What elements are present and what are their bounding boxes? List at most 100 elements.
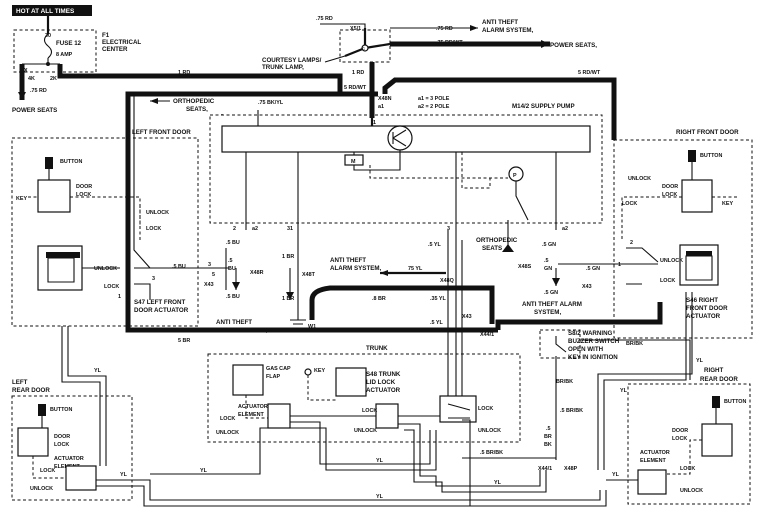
svg-text:DOOR: DOOR xyxy=(662,184,678,190)
svg-text:ORTHOPEDIC: ORTHOPEDIC xyxy=(173,98,215,105)
svg-text:LOCK: LOCK xyxy=(478,406,493,412)
svg-text:a2 = 2 POLE: a2 = 2 POLE xyxy=(418,104,450,110)
svg-text:X48N: X48N xyxy=(378,96,392,102)
button-icon-rr xyxy=(712,396,720,408)
svg-text:5 BR: 5 BR xyxy=(178,338,190,344)
svg-text:LOCK: LOCK xyxy=(622,201,637,207)
svg-text:GN: GN xyxy=(544,266,552,272)
svg-text:ELEMENT: ELEMENT xyxy=(238,412,264,418)
svg-text:.5: .5 xyxy=(228,258,233,264)
main-harness xyxy=(125,77,617,240)
svg-text:KEY: KEY xyxy=(16,196,27,202)
svg-text:.75 RD: .75 RD xyxy=(30,88,47,94)
svg-text:UNLOCK: UNLOCK xyxy=(216,430,239,436)
svg-text:LOCK: LOCK xyxy=(146,226,161,232)
svg-text:.5 BU: .5 BU xyxy=(172,264,186,270)
svg-text:COURTESY LAMPS/: COURTESY LAMPS/ xyxy=(262,57,322,64)
svg-text:POWER SEATS: POWER SEATS xyxy=(12,107,57,114)
svg-text:DOOR: DOOR xyxy=(54,434,70,440)
svg-text:.5 BU: .5 BU xyxy=(226,240,240,246)
svg-text:UNLOCK: UNLOCK xyxy=(478,428,501,434)
trunk: TRUNK GAS CAP FLAP ACTUATOR ELEMENT LOCK… xyxy=(207,345,521,443)
svg-text:X48P: X48P xyxy=(564,466,578,472)
svg-text:LOCK: LOCK xyxy=(680,466,695,472)
svg-text:BUTTON: BUTTON xyxy=(60,159,82,165)
svg-text:TRUNK LAMP,: TRUNK LAMP, xyxy=(262,64,304,71)
svg-text:UNLOCK: UNLOCK xyxy=(30,486,53,492)
svg-text:W1: W1 xyxy=(308,324,316,330)
left-rear-actuator xyxy=(65,465,97,491)
svg-text:5: 5 xyxy=(212,272,215,278)
svg-text:BU: BU xyxy=(228,266,236,272)
svg-text:YL: YL xyxy=(620,388,628,394)
svg-text:.5 GN: .5 GN xyxy=(586,266,600,272)
svg-text:RIGHT: RIGHT xyxy=(704,367,723,374)
svg-text:F1: F1 xyxy=(102,32,110,39)
button-icon xyxy=(45,157,53,169)
svg-text:X43: X43 xyxy=(462,314,472,320)
svg-text:SEATS: SEATS xyxy=(482,245,502,252)
supply-pump-box xyxy=(209,114,603,224)
svg-text:ALARM SYSTEM,: ALARM SYSTEM, xyxy=(330,265,382,272)
svg-text:2: 2 xyxy=(233,226,236,232)
gas-cap-actuator xyxy=(267,403,291,429)
left-rear-door: LEFT REAR DOOR BUTTON DOOR LOCK ACTUATOR… xyxy=(11,379,133,501)
svg-text:S47 LEFT FRONT: S47 LEFT FRONT xyxy=(134,299,185,306)
svg-text:LOCK: LOCK xyxy=(362,408,377,414)
svg-text:.8 BR: .8 BR xyxy=(372,296,386,302)
svg-text:BUTTON: BUTTON xyxy=(700,153,722,159)
svg-text:LOCK: LOCK xyxy=(672,436,687,442)
svg-text:ANTI THEFT: ANTI THEFT xyxy=(216,319,252,326)
trunk-lid-lock xyxy=(335,367,367,397)
right-front-door-box xyxy=(613,139,753,339)
hot-at-all-times-label: HOT AT ALL TIMES xyxy=(16,8,75,15)
trunk-actuator xyxy=(375,403,399,429)
svg-text:4K: 4K xyxy=(28,76,35,82)
left-front-door: LEFT FRONT DOOR BUTTON DOOR LOCK KEY UNL… xyxy=(11,129,230,327)
svg-text:ACTUATOR: ACTUATOR xyxy=(640,450,670,456)
svg-text:8 AMP: 8 AMP xyxy=(56,52,73,58)
right-front-door: RIGHT FRONT DOOR BUTTON DOOR LOCK KEY UN… xyxy=(558,112,753,339)
ground-symbol xyxy=(290,319,306,329)
svg-text:.35 YL: .35 YL xyxy=(430,296,446,302)
svg-text:a1 = 3 POLE: a1 = 3 POLE xyxy=(418,96,450,102)
svg-text:ANTI THEFT: ANTI THEFT xyxy=(330,257,366,264)
center-wiring: .5 BU .5 BU 3 5 X48R .5 BU ANTI THEFT AL… xyxy=(125,220,663,420)
gas-cap-flap xyxy=(232,364,264,396)
svg-text:2K: 2K xyxy=(50,76,57,82)
svg-text:a2: a2 xyxy=(562,226,568,232)
svg-text:LOCK: LOCK xyxy=(54,442,69,448)
right-rear-door-box xyxy=(627,383,751,505)
left-rear-door-box xyxy=(11,395,133,501)
svg-text:REAR DOOR: REAR DOOR xyxy=(700,376,738,383)
svg-text:2: 2 xyxy=(630,240,633,246)
svg-text:5 RD/WT: 5 RD/WT xyxy=(344,85,367,91)
svg-text:BR: BR xyxy=(544,434,552,440)
svg-text:X48T: X48T xyxy=(302,272,316,278)
fuse-symbol xyxy=(43,33,53,59)
svg-text:30: 30 xyxy=(45,33,51,39)
svg-text:GAS CAP: GAS CAP xyxy=(266,366,291,372)
svg-text:BUTTON: BUTTON xyxy=(50,407,72,413)
svg-text:.5 GN: .5 GN xyxy=(544,290,558,296)
svg-text:UNLOCK: UNLOCK xyxy=(660,258,683,264)
svg-text:75 YL: 75 YL xyxy=(408,266,423,272)
svg-text:ACTUATOR: ACTUATOR xyxy=(54,456,84,462)
svg-text:1: 1 xyxy=(118,294,121,300)
fuse-label: FUSE 12 xyxy=(56,40,82,47)
svg-text:5 RD/WT: 5 RD/WT xyxy=(578,70,601,76)
svg-text:.5: .5 xyxy=(546,426,551,432)
svg-text:a2: a2 xyxy=(252,226,258,232)
svg-text:YL: YL xyxy=(376,494,384,500)
svg-text:TRUNK: TRUNK xyxy=(366,345,388,352)
svg-text:.5 BR/BK: .5 BR/BK xyxy=(560,408,583,414)
svg-text:M: M xyxy=(351,159,356,165)
svg-text:ACTUATOR: ACTUATOR xyxy=(686,313,721,320)
svg-text:.5 BR/BK: .5 BR/BK xyxy=(480,450,503,456)
svg-text:3: 3 xyxy=(152,276,155,282)
svg-text:.75 RD: .75 RD xyxy=(316,16,333,22)
svg-text:S48 TRUNK: S48 TRUNK xyxy=(366,371,401,378)
svg-text:YL: YL xyxy=(696,358,704,364)
